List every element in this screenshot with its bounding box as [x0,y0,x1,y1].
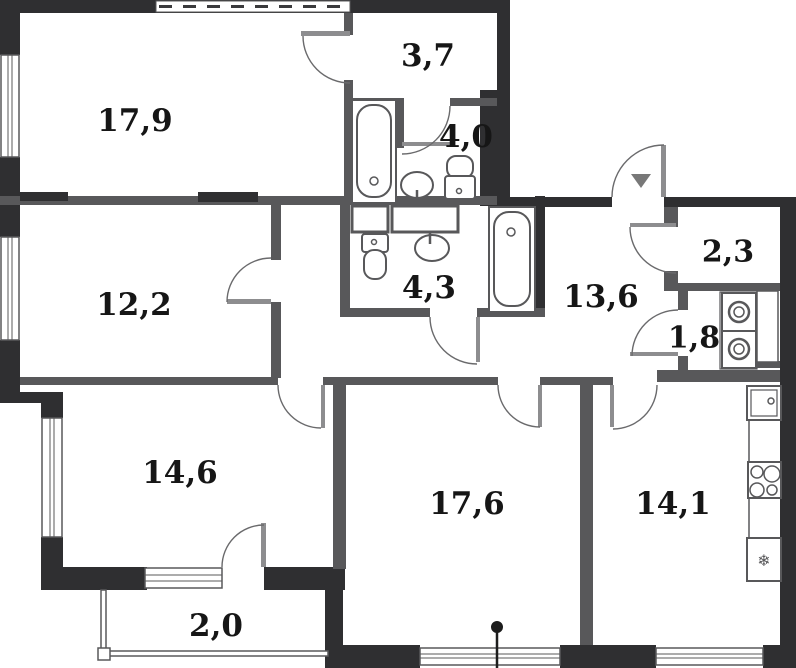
room-label-4-3: 4,3 [402,270,456,306]
door-leaf [630,223,676,227]
door-swing-arc [611,144,665,198]
door-swing-arc [497,384,541,428]
door-leaf [661,145,666,197]
window-icon [655,647,764,666]
kitchen-fixtures: ❄ [746,385,782,582]
door-swing-arc [277,384,322,429]
vanity-counter-icon [350,204,460,234]
svg-text:❄: ❄ [757,551,770,570]
toilet-icon [444,155,476,200]
door-swing-arc [302,35,351,84]
door-leaf [476,317,480,362]
room-label-12-2: 12,2 [96,287,172,323]
washing-machine-icon [721,330,757,369]
top-wall-dashed-opening [155,0,351,13]
room-label-4-0: 4,0 [439,119,493,155]
door-swing-arc [631,309,679,357]
door-leaf [402,142,450,146]
toilet-icon [361,233,389,280]
door-leaf [227,299,271,304]
window-icon [0,54,20,158]
wall-piers [20,192,258,202]
door-leaf [630,352,678,356]
windows [0,54,764,666]
window-icon [0,236,20,341]
stove-icon [747,461,782,499]
washing-machine-icon [721,292,757,332]
room-label-17-6: 17,6 [429,486,505,522]
window-icon [41,417,63,538]
balcony-glazing [97,589,329,661]
entrance-arrow-icon [631,174,651,188]
door-leaf [301,31,350,36]
room-label-2-0: 2,0 [189,608,243,644]
door-leaf [321,385,325,428]
room-label-17-9: 17,9 [97,103,173,139]
door-swing-arc [226,257,272,303]
door-swing-arc [629,226,677,274]
window-sill-icon [144,567,223,589]
door-swing-arc [429,316,478,365]
room-label-2-3: 2,3 [701,234,755,270]
duct-shaft [756,290,779,363]
room-label-3-7: 3,7 [401,38,455,74]
bathtub-icon [351,99,397,204]
door-leaf [261,523,266,567]
sink-icon [414,233,450,262]
sink-icon [400,171,434,201]
door-swing-arc [221,524,265,568]
bathtub-icon [488,206,536,313]
door-swing-arc [401,105,451,155]
laundry-fixtures [719,290,779,370]
door-swing-arc [612,384,658,430]
section-marker-icon [491,621,503,668]
room-label-14-1: 14,1 [635,486,711,522]
door-leaf [538,385,542,427]
window-icon [419,647,561,666]
door-leaf [610,385,614,427]
fridge-icon: ❄ [746,537,782,582]
kitchen-sink-icon [746,385,782,421]
room-label-14-6: 14,6 [142,455,218,491]
doors [221,31,679,568]
room-label-13-6: 13,6 [563,279,639,315]
room-label-1-8: 1,8 [667,320,721,356]
